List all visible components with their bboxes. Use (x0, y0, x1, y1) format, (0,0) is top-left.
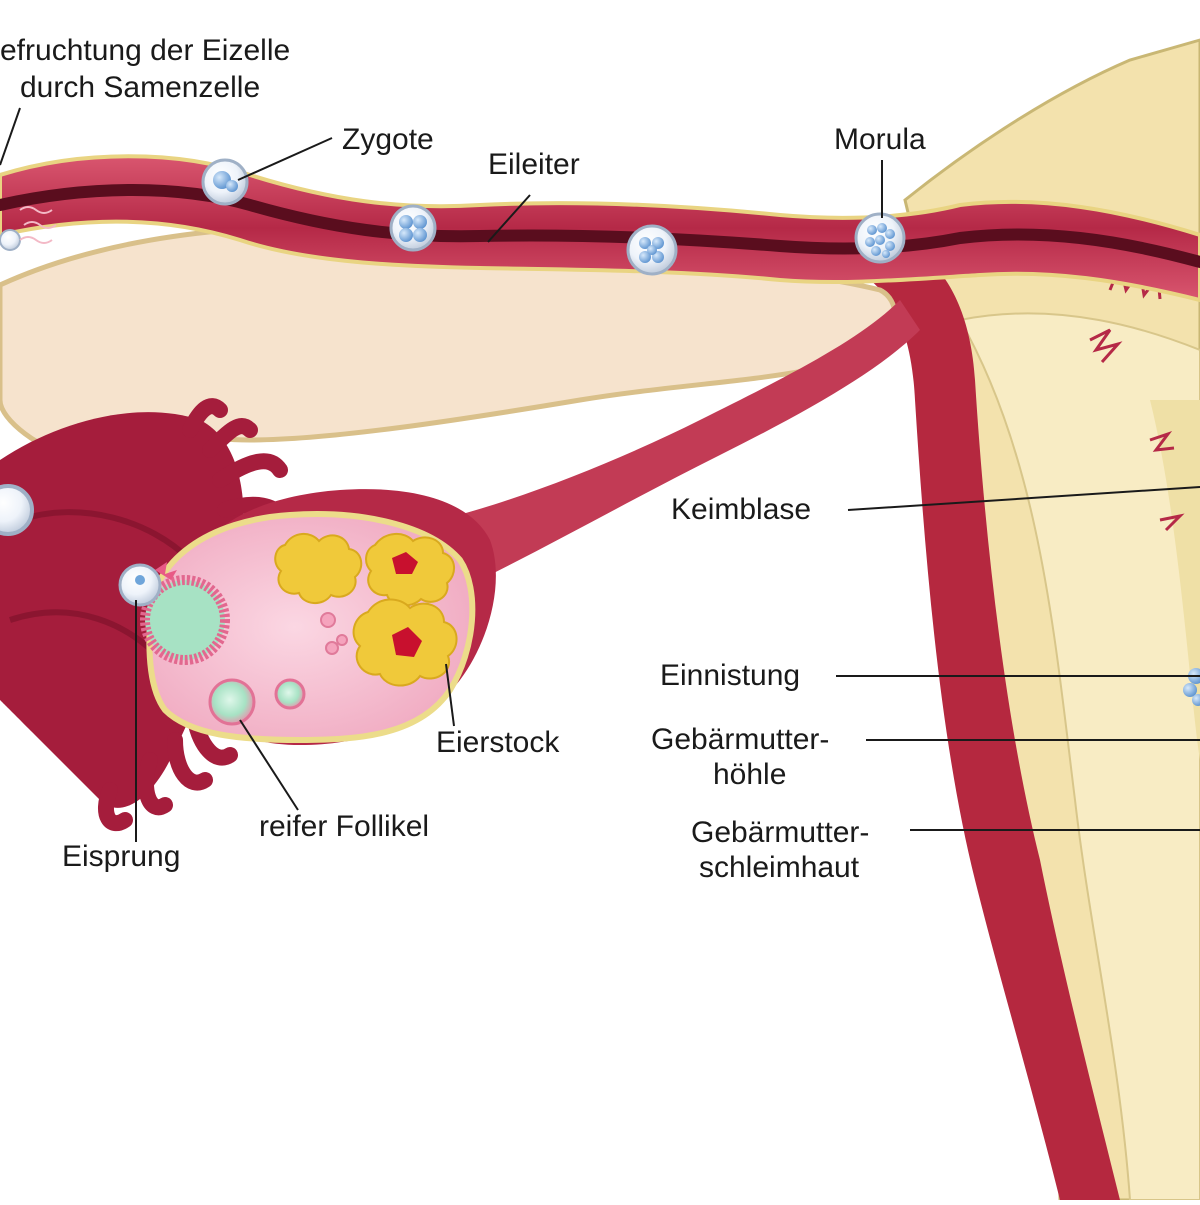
uterine-tube-curve (780, 224, 1120, 1201)
label-reifer-follikel: reifer Follikel (259, 810, 430, 843)
zygote-cell (201, 158, 249, 206)
implanting-blastocyst (1183, 668, 1200, 706)
label-eierstock: Eierstock (436, 726, 560, 759)
uterus-cavity (1150, 400, 1200, 760)
leader-zygote (237, 137, 333, 181)
label-eileiter: Eileiter (488, 148, 580, 181)
label-eisprung: Eisprung (62, 840, 181, 873)
sperm-cluster (0, 206, 57, 251)
leader-reifer-follikel (239, 719, 299, 811)
four-cell-stage (626, 224, 678, 276)
mature-follicle (208, 678, 256, 726)
label-gebaermutterhoehle-line2: höhle (713, 758, 787, 791)
label-morula: Morula (834, 123, 926, 156)
leader-eileiter (487, 194, 531, 243)
corpus-luteum-large-core (392, 627, 422, 657)
corpus-albicans (274, 533, 363, 604)
label-befruchtung-line1: efruchtung der Eizelle (0, 34, 291, 67)
small-follicle (320, 612, 336, 628)
leader-keimblase (847, 486, 1200, 511)
mature-follicle-small (274, 678, 306, 710)
small-follicle (325, 641, 339, 655)
ovulated-egg (118, 562, 177, 607)
morula-cell (854, 212, 906, 264)
ovarian-ligament (440, 300, 920, 580)
label-befruchtung-line2: durch Samenzelle (20, 71, 261, 104)
label-keimblase: Keimblase (671, 493, 812, 526)
label-zygote: Zygote (342, 123, 434, 156)
fertilized-egg-left (0, 484, 34, 536)
tube-body (0, 154, 1200, 303)
label-einnistung: Einnistung (660, 659, 801, 692)
small-follicle (336, 634, 348, 646)
ruptured-follicle (140, 575, 230, 665)
label-schleimhaut-line1: Gebärmutter- (691, 816, 870, 849)
ovary (140, 489, 496, 745)
leader-eierstock (445, 663, 455, 727)
two-cell-stage (389, 204, 437, 252)
leader-befruchtung (0, 107, 21, 166)
leader-lines (0, 107, 1200, 842)
label-gebaermutterhoehle-line1: Gebärmutter- (651, 723, 830, 756)
label-schleimhaut-line2: schleimhaut (699, 851, 860, 884)
corpus-luteum-top-core (392, 552, 418, 574)
uterus-inner-wall (958, 312, 1200, 1201)
